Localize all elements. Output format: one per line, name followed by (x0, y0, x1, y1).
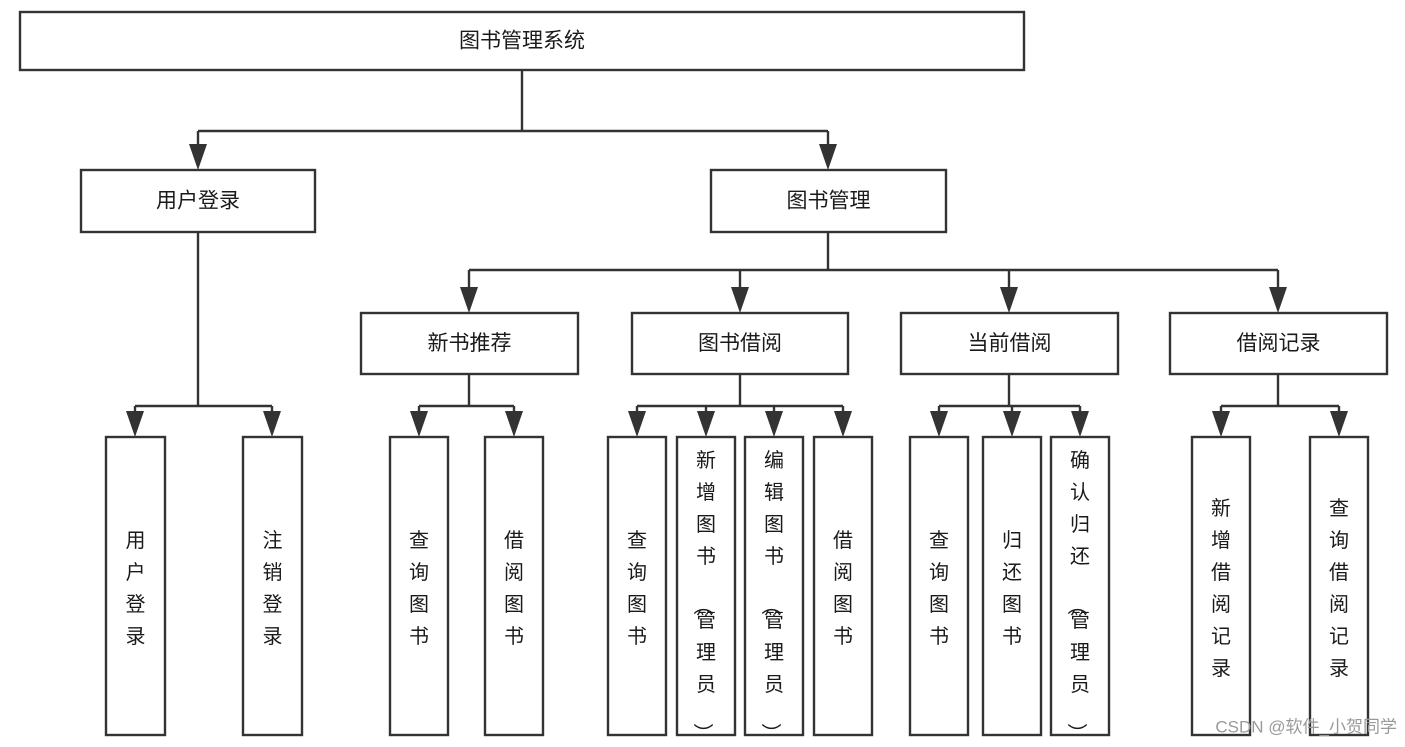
node-box-new-book-recommend[interactable] (359, 311, 580, 376)
arrow-head-icon (189, 144, 207, 170)
node-label-book-manage: 图书管理 (787, 190, 871, 213)
node-user-login[interactable]: 用户登录 (79, 168, 317, 234)
node-label-leaf-user-login: 用户登录 (126, 530, 146, 648)
arrow-head-icon (410, 411, 428, 437)
node-label-leaf-return-book: 归还图书 (1002, 529, 1022, 648)
arrow-head-icon (1212, 411, 1230, 437)
edge-group-book-manage (460, 232, 1287, 313)
node-label-leaf-borrow-book: 借阅图书 (833, 529, 853, 648)
arrow-head-icon (126, 411, 144, 437)
arrow-head-icon (1269, 287, 1287, 313)
node-box-leaf-query-book[interactable] (606, 435, 668, 737)
node-box-leaf-add-record[interactable] (1190, 435, 1252, 737)
node-label-leaf-add-book: 新增图书（管理员） (691, 449, 716, 743)
node-label-leaf-query-book: 查询图书 (627, 529, 647, 648)
arrow-head-icon (1071, 411, 1089, 437)
node-box-root[interactable] (18, 10, 1026, 72)
node-label-leaf-query-book-rec: 查询图书 (409, 529, 429, 648)
arrow-head-icon (460, 287, 478, 313)
node-box-book-manage[interactable] (709, 168, 948, 234)
node-book-borrow[interactable]: 图书借阅 (630, 311, 850, 376)
node-book-manage[interactable]: 图书管理 (709, 168, 948, 234)
node-box-borrow-record[interactable] (1168, 311, 1389, 376)
node-leaf-user-login[interactable]: 用户登录 (104, 435, 167, 737)
node-label-leaf-query-book-cur: 查询图书 (929, 529, 949, 648)
arrow-head-icon (1003, 411, 1021, 437)
edge-group-book-borrow (628, 374, 852, 437)
node-box-user-login[interactable] (79, 168, 317, 234)
arrow-head-icon (263, 411, 281, 437)
node-box-leaf-edit-book[interactable] (743, 435, 805, 737)
node-label-new-book-recommend: 新书推荐 (428, 332, 512, 355)
node-leaf-edit-book[interactable]: 编辑图书（管理员） (743, 435, 805, 743)
node-box-leaf-query-book-rec[interactable] (388, 435, 450, 737)
node-leaf-query-book-rec[interactable]: 查询图书 (388, 435, 450, 737)
node-box-leaf-return-book[interactable] (981, 435, 1043, 737)
node-leaf-borrow-book-rec[interactable]: 借阅图书 (483, 435, 545, 737)
arrow-head-icon (628, 411, 646, 437)
arrow-head-icon (1000, 287, 1018, 313)
arrow-head-icon (765, 411, 783, 437)
node-box-leaf-logout[interactable] (241, 435, 304, 737)
arrow-head-icon (834, 411, 852, 437)
node-label-leaf-edit-book: 编辑图书（管理员） (759, 449, 784, 743)
edge-group-new-book-recommend (410, 374, 523, 437)
arrow-head-icon (697, 411, 715, 437)
node-box-leaf-borrow-book[interactable] (812, 435, 874, 737)
edge-group-user-login (126, 232, 281, 437)
edges-layer (126, 70, 1348, 437)
node-current-borrow[interactable]: 当前借阅 (899, 311, 1120, 376)
node-leaf-add-record[interactable]: 新增借阅记录 (1190, 435, 1252, 737)
node-label-user-login: 用户登录 (156, 190, 240, 213)
node-leaf-query-book[interactable]: 查询图书 (606, 435, 668, 737)
node-leaf-logout[interactable]: 注销登录 (241, 435, 304, 737)
edge-group-current-borrow (930, 374, 1089, 437)
csdn-watermark: CSDN @软件_小贺同学 (1215, 717, 1397, 736)
node-label-leaf-add-record: 新增借阅记录 (1211, 497, 1231, 680)
node-label-leaf-confirm-return: 确认归还（管理员） (1065, 449, 1090, 743)
node-box-leaf-user-login[interactable] (104, 435, 167, 737)
node-label-current-borrow: 当前借阅 (968, 332, 1052, 355)
arrow-head-icon (505, 411, 523, 437)
arrow-head-icon (930, 411, 948, 437)
arrow-head-icon (819, 144, 837, 170)
node-leaf-query-record[interactable]: 查询借阅记录 (1308, 435, 1370, 737)
node-borrow-record[interactable]: 借阅记录 (1168, 311, 1389, 376)
nodes-layer: 图书管理系统用户登录图书管理新书推荐图书借阅当前借阅借阅记录用户登录注销登录查询… (18, 10, 1389, 743)
node-box-current-borrow[interactable] (899, 311, 1120, 376)
node-label-leaf-logout: 注销登录 (263, 529, 283, 648)
node-box-book-borrow[interactable] (630, 311, 850, 376)
node-leaf-borrow-book[interactable]: 借阅图书 (812, 435, 874, 737)
arrow-head-icon (1330, 411, 1348, 437)
arrow-head-icon (731, 287, 749, 313)
node-box-leaf-add-book[interactable] (675, 435, 737, 737)
node-label-leaf-query-record: 查询借阅记录 (1329, 497, 1349, 680)
node-leaf-add-book[interactable]: 新增图书（管理员） (675, 435, 737, 743)
edge-group-borrow-record (1212, 374, 1348, 437)
node-box-leaf-borrow-book-rec[interactable] (483, 435, 545, 737)
node-leaf-return-book[interactable]: 归还图书 (981, 435, 1043, 737)
edge-group-root (189, 70, 837, 170)
node-label-book-borrow: 图书借阅 (698, 332, 782, 355)
node-box-leaf-query-book-cur[interactable] (908, 435, 970, 737)
node-label-root: 图书管理系统 (459, 30, 585, 53)
node-leaf-query-book-cur[interactable]: 查询图书 (908, 435, 970, 737)
node-label-borrow-record: 借阅记录 (1237, 332, 1321, 355)
node-label-leaf-borrow-book-rec: 借阅图书 (504, 529, 524, 648)
node-box-leaf-confirm-return[interactable] (1049, 435, 1111, 737)
node-new-book-recommend[interactable]: 新书推荐 (359, 311, 580, 376)
node-leaf-confirm-return[interactable]: 确认归还（管理员） (1049, 435, 1111, 743)
node-box-leaf-query-record[interactable] (1308, 435, 1370, 737)
node-root[interactable]: 图书管理系统 (18, 10, 1026, 72)
